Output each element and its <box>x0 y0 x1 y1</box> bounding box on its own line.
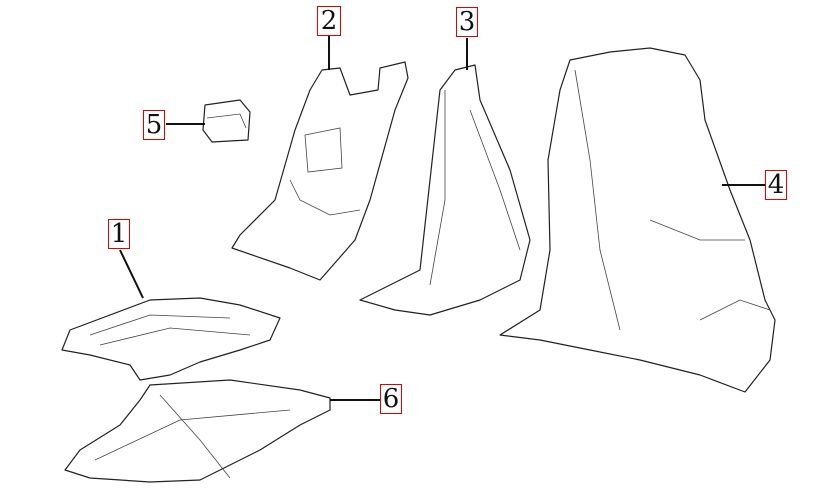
callout-4: 4 <box>765 170 787 200</box>
callout-1: 1 <box>108 219 130 249</box>
part-5-bracket <box>166 99 251 143</box>
part-2-inner-panel <box>231 36 409 281</box>
callout-6: 6 <box>380 384 402 414</box>
part-3-frame-cover <box>359 38 531 316</box>
part-1-floor-mat <box>61 249 281 381</box>
part-6-floor-panel <box>64 379 380 483</box>
callout-2: 2 <box>317 6 341 36</box>
callout-3: 3 <box>456 7 478 37</box>
callout-5: 5 <box>143 110 165 140</box>
part-4-side-cover <box>499 47 776 393</box>
